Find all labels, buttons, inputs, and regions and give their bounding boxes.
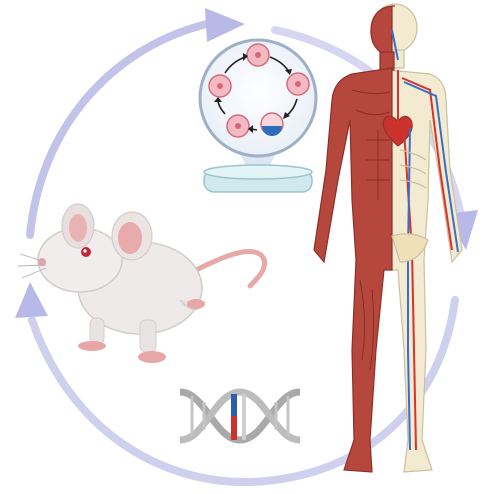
dna-helix-icon: [179, 388, 301, 444]
blood-vessels: [391, 29, 459, 451]
cell-cycle-arrows: [214, 53, 298, 133]
mouse-tail: [189, 249, 268, 289]
anatomy-muscular-half: [313, 5, 396, 473]
cycle-arrow-top: [26, 18, 219, 239]
petri-dish-icon: [203, 164, 313, 193]
cell-culture-magnifier-icon: [198, 38, 318, 188]
cell-cycle-stages: [208, 43, 310, 138]
lab-mouse-icon: [17, 203, 268, 363]
human-anatomy-icon: [313, 3, 463, 473]
arrowhead-top-icon: [205, 8, 245, 42]
arrowhead-left-icon: [15, 282, 48, 318]
